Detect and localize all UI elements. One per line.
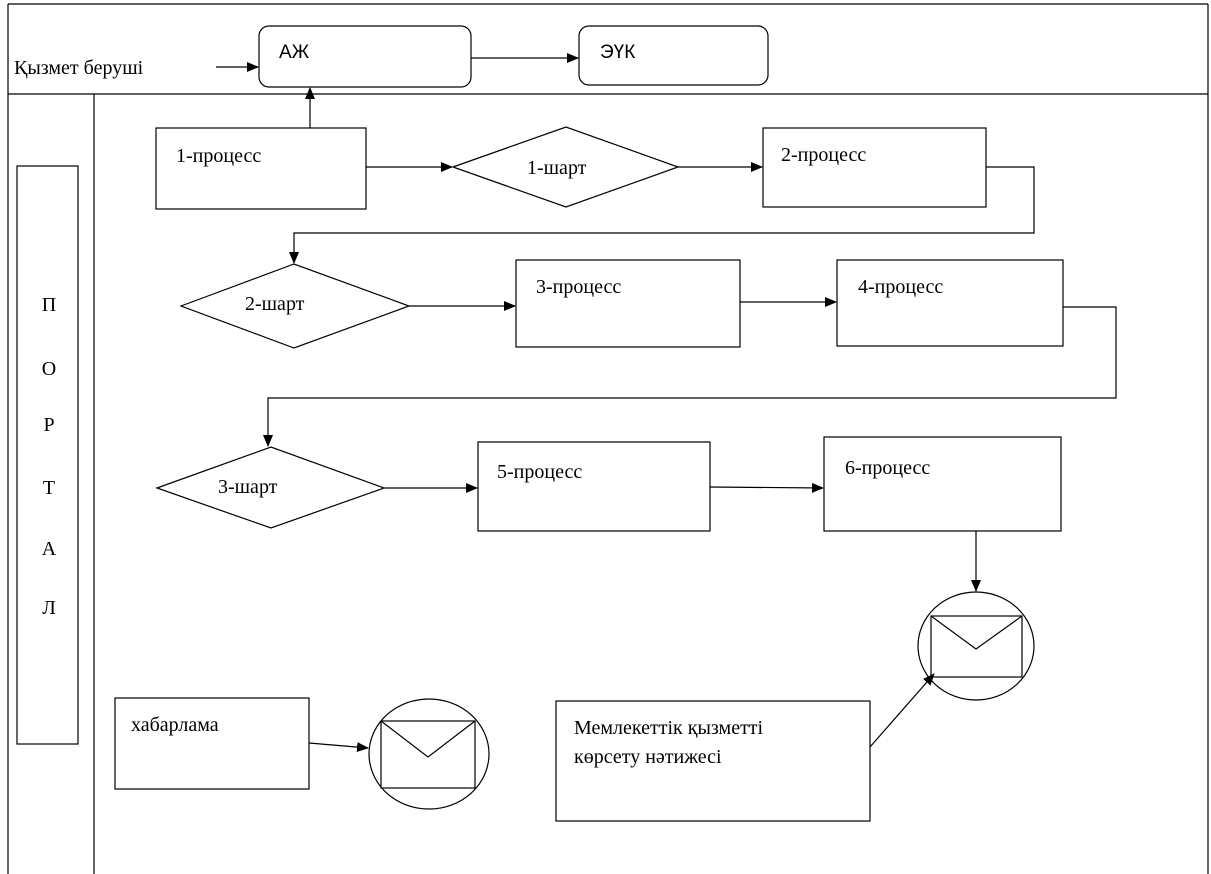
portal-letter-3: Р: [43, 414, 55, 436]
euk-label: ЭҮК: [600, 42, 636, 63]
outer-frame: [7, 3, 1209, 874]
service-result-box: [555, 700, 871, 822]
condition-3-label: 3-шарт: [218, 476, 278, 498]
condition-2-label: 2-шарт: [245, 293, 305, 315]
service-provider-label: Қызмет беруші: [14, 57, 144, 79]
notification-box: [114, 697, 310, 790]
process-2-label: 2-процесс: [781, 144, 867, 166]
aj-label: АЖ: [279, 42, 310, 63]
process-5-label: 5-процесс: [497, 461, 583, 483]
process-3-box: [515, 259, 741, 348]
process4-to-condition3-connector: [263, 306, 1117, 447]
process-4-box: [836, 259, 1064, 347]
process-6-box: [823, 436, 1062, 532]
process2-to-condition2-connector: [289, 166, 1035, 264]
condition-1-label: 1-шарт: [527, 157, 587, 179]
portal-letter-4: Т: [42, 477, 56, 499]
process5-to-process6-arrow: [709, 482, 824, 493]
result-label-line1: Мемлекеттік қызметті: [574, 717, 764, 739]
notification-envelope-icon: [368, 698, 490, 810]
result-envelope-icon: [917, 591, 1035, 701]
portal-letter-2: О: [41, 358, 57, 380]
process-6-label: 6-процесс: [845, 457, 931, 479]
process-4-label: 4-процесс: [858, 276, 944, 298]
portal-letter-6: Л: [42, 597, 56, 619]
process-1-label: 1-процесс: [176, 145, 262, 167]
process-2-box: [762, 127, 987, 208]
process-3-label: 3-процесс: [536, 276, 622, 298]
result-label-line2: көрсету нәтижесі: [574, 746, 722, 768]
portal-box: [16, 165, 79, 745]
notification-to-envelope-arrow: [308, 742, 369, 753]
process-1-box: [155, 127, 367, 210]
process-5-box: [477, 441, 711, 532]
portal-letter-1: П: [41, 294, 57, 316]
aj-box: [258, 25, 472, 88]
portal-letter-5: А: [41, 538, 57, 560]
notification-label: хабарлама: [131, 714, 219, 736]
euk-box: [578, 25, 769, 86]
result-to-envelope-arrow: [869, 673, 935, 748]
